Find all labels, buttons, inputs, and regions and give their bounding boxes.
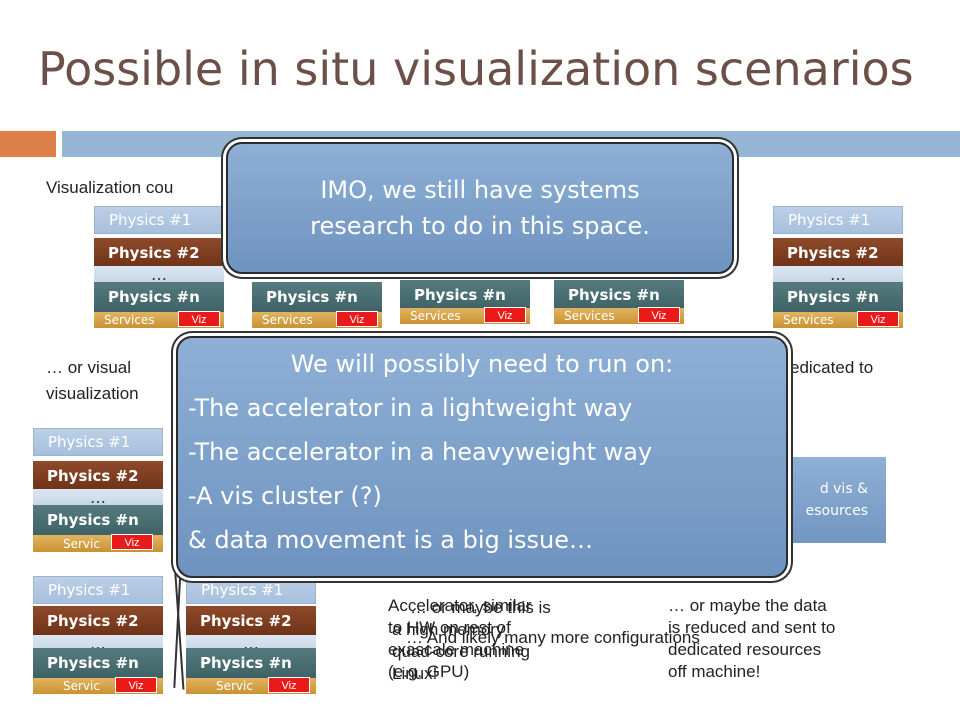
overlap-text-linux: … or maybe this is a high memory quad-co… [392, 597, 612, 685]
overlap-a-line2: to HW on rest of [388, 618, 511, 637]
physics-2-block: Physics #2 [773, 238, 903, 268]
data-reduced-line2: is reduced and sent to [668, 618, 836, 637]
physics-stack-g: Physics #1 Physics #2 … Physics #n Servi… [33, 576, 163, 694]
callout-item-lightweight: -The accelerator in a lightweight way [188, 394, 633, 422]
physics-1-block: Physics #1 [33, 428, 163, 456]
physics-2-block: Physics #2 [94, 238, 224, 268]
physics-n-block: Physics #n [186, 648, 316, 678]
overlap-text-accelerator: Accelerator, similar to HW on rest of ex… [388, 595, 608, 683]
overlap-a-line3: exascale machine [388, 640, 525, 659]
physics-n-block: Physics #n [33, 505, 163, 535]
physics-1-block: Physics #1 [186, 576, 316, 604]
accent-bar-orange [0, 131, 56, 157]
data-reduced-text: … or maybe the data is reduced and sent … [668, 595, 835, 683]
physics-stack-e: Physics #1 Physics #2 … Physics #n Servi… [773, 206, 903, 328]
overlap-a-line4: (e.g. GPU) [388, 662, 470, 681]
systems-research-callout: IMO, we still have systems research to d… [226, 142, 734, 274]
viz-block: Viz [268, 677, 310, 693]
data-reduced-line1: … or maybe the data [668, 596, 827, 615]
physics-stack-b: Physics #n Services Viz [252, 282, 382, 330]
physics-stack-c: Physics #n Services Viz [400, 280, 530, 326]
viz-block: Viz [178, 311, 220, 327]
vis-box-line1: d vis & [819, 480, 868, 497]
vis-box-line2: esources [805, 503, 868, 519]
callout-top-line2: research to do in this space. [310, 212, 650, 240]
callout-item-vis-cluster: -A vis cluster (?) [188, 482, 382, 510]
viz-block: Viz [857, 311, 899, 327]
viz-block: Viz [484, 307, 526, 323]
physics-1-block: Physics #1 [33, 576, 163, 604]
viz-block: Viz [638, 307, 680, 323]
physics-n-block: Physics #n [33, 648, 163, 678]
physics-n-block: Physics #n [252, 282, 382, 312]
right-text-line1: edicated to [790, 358, 874, 377]
overlap-b-line2: a high memory [392, 620, 505, 639]
ellipsis-block: … [773, 265, 903, 284]
overlap-b-line4: Linux! [392, 664, 438, 683]
data-reduced-line3: dedicated resources [668, 640, 822, 659]
ellipsis-block: … [94, 265, 224, 284]
overlap-a-line1: Accelerator, similar [388, 596, 532, 615]
intro-text: Visualization cou [46, 178, 174, 197]
run-on-callout: We will possibly need to run on: -The ac… [176, 336, 788, 578]
physics-1-block: Physics #1 [94, 206, 224, 234]
physics-n-block: Physics #n [554, 280, 684, 310]
physics-1-block: Physics #1 [773, 206, 903, 234]
slide-title: Possible in situ visualization scenarios [38, 42, 914, 96]
overlap-b-line1: … or maybe this is [410, 598, 551, 617]
physics-2-block: Physics #2 [33, 606, 163, 636]
callout-heading: We will possibly need to run on: [290, 350, 674, 378]
callout-top-line1: IMO, we still have systems [320, 176, 640, 204]
physics-n-block: Physics #n [94, 282, 224, 312]
physics-stack-d: Physics #n Services Viz [554, 280, 684, 326]
viz-block: Viz [111, 534, 153, 550]
physics-n-block: Physics #n [773, 282, 903, 312]
physics-n-block: Physics #n [400, 280, 530, 310]
callout-item-data-movement: & data movement is a big issue… [188, 526, 594, 554]
physics-stack-f: Physics #1 Physics #2 … Physics #n Servi… [33, 428, 163, 552]
overlap-b-line3: quad-core running [392, 642, 530, 661]
left-text-line1: … or visual [46, 358, 132, 377]
ellipsis-block: … [186, 634, 316, 653]
physics-stack-h: Physics #1 Physics #2 … Physics #n Servi… [186, 576, 316, 694]
left-text-line2: visualization [46, 384, 139, 403]
data-reduced-line4: off machine! [668, 662, 761, 681]
viz-block: Viz [115, 677, 157, 693]
callout-item-heavyweight: -The accelerator in a heavyweight way [188, 438, 653, 466]
ellipsis-block: … [33, 634, 163, 653]
overlap-text-configurations: … And likely many more configurations [406, 628, 700, 647]
ellipsis-block: … [33, 488, 163, 507]
physics-2-block: Physics #2 [186, 606, 316, 636]
viz-block: Viz [336, 311, 378, 327]
physics-stack-a: Physics #1 Physics #2 … Physics #n Servi… [94, 206, 224, 328]
physics-2-block: Physics #2 [33, 461, 163, 491]
